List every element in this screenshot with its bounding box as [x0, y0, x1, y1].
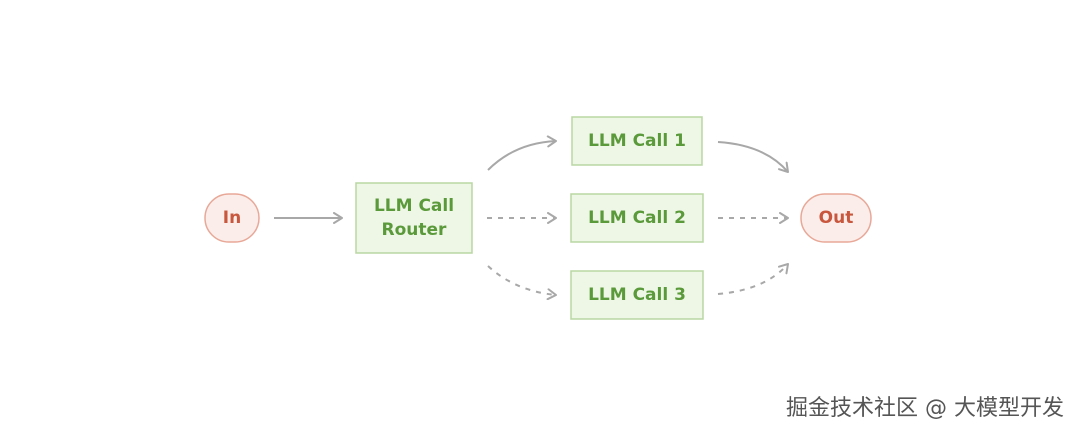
output-node: Out — [800, 193, 872, 243]
watermark-text: 掘金技术社区 @ 大模型开发 — [786, 396, 1064, 421]
output-node-shape — [800, 193, 872, 243]
router-node: LLM Call Router — [355, 182, 473, 254]
llm-call-3-label: LLM Call 3 — [588, 285, 686, 305]
edges — [274, 135, 789, 301]
llm-call-2-node: LLM Call 2 — [570, 193, 704, 243]
edge-router-to-call3 — [487, 265, 557, 301]
input-node-label: In — [223, 208, 241, 228]
input-node: In — [204, 193, 260, 243]
router-node-shape — [355, 182, 473, 254]
llm-call-1-label: LLM Call 1 — [588, 131, 686, 151]
output-node-label: Out — [819, 208, 854, 228]
edge-router-to-call1 — [487, 135, 557, 171]
llm-call-3-shape — [570, 270, 704, 320]
edge-call1-to-out — [717, 141, 789, 173]
llm-call-2-shape — [570, 193, 704, 243]
llm-call-1-shape — [571, 116, 703, 166]
input-node-shape — [204, 193, 260, 243]
llm-call-1-node: LLM Call 1 — [571, 116, 703, 166]
llm-call-3-node: LLM Call 3 — [570, 270, 704, 320]
edge-call3-to-out — [717, 263, 789, 295]
llm-call-2-label: LLM Call 2 — [588, 208, 686, 228]
router-node-label-line1: LLM Call — [374, 196, 454, 216]
router-node-label-line2: Router — [382, 220, 448, 240]
